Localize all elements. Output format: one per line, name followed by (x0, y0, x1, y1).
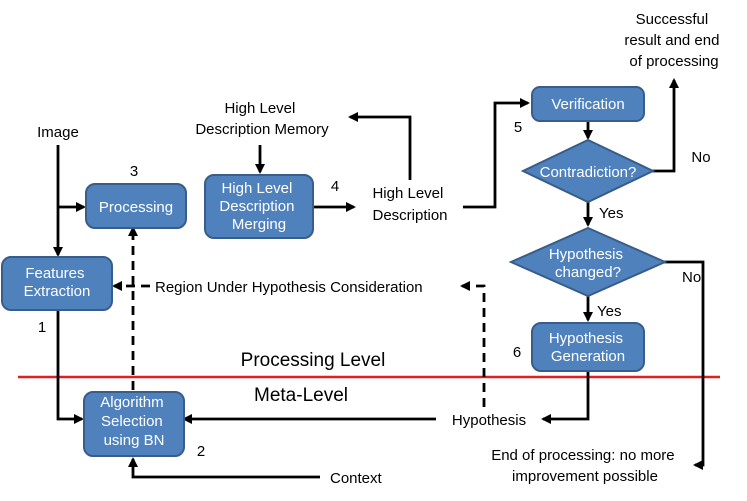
algorithm-label-line-3: using BN (104, 432, 165, 449)
algorithm-label-line-2: Selection (101, 413, 163, 430)
description-label: High Level Description (372, 185, 447, 224)
step-number-4: 4 (331, 178, 339, 195)
step-number-6: 6 (513, 344, 521, 361)
step-number-1: 1 (38, 319, 46, 336)
image-label: Image (37, 124, 79, 141)
processing-node[interactable]: Processing (85, 183, 187, 229)
contradiction-no-label: No (691, 149, 710, 166)
end-no-improvement-label: End of processing: no more improvement p… (491, 447, 679, 485)
svg-text:Hypothesis Generation: Hypothesis Generation (549, 330, 627, 365)
features-label-line-1: Features (25, 265, 84, 282)
arrow-generation-to-hypothesis (541, 370, 590, 424)
svg-text:Hypothesis changed?: Hypothesis changed? (549, 246, 627, 281)
arrow-description-to-verification (463, 98, 530, 209)
merging-label-line-2: Description (219, 198, 294, 215)
merging-label-line-1: High Level (221, 180, 292, 197)
merging-label-line-3: Merging (232, 216, 286, 233)
contradiction-decision-node[interactable]: Contradiction? (520, 138, 656, 204)
step-number-3: 3 (130, 163, 138, 180)
hypothesis-label: Hypothesis (452, 412, 526, 429)
arrow-features-to-algorithm (56, 310, 84, 424)
step-number-5: 5 (514, 119, 522, 136)
arrow-contradiction-no-to-success (651, 78, 679, 173)
svg-text:Contradiction?: Contradiction? (540, 164, 637, 181)
verification-label: Verification (551, 96, 624, 113)
algorithm-label-line-1: Algorithm (100, 394, 163, 411)
changed-no-label: No (682, 269, 701, 286)
changed-label-line-2: changed? (555, 264, 621, 281)
svg-text:High Level Description: High Level Description Merging (219, 180, 298, 233)
features-label-line-2: Extraction (24, 283, 91, 300)
arrow-changed-no-to-end (663, 260, 705, 470)
arrow-context-to-algorithm (128, 457, 320, 479)
svg-text:Features Extraction: Features Extraction (24, 265, 91, 300)
step-number-2: 2 (197, 443, 205, 460)
hypothesis-generation-node[interactable]: Hypothesis Generation (531, 322, 645, 372)
changed-yes-label: Yes (597, 303, 621, 320)
generation-label-line-1: Hypothesis (549, 330, 623, 347)
memory-label: High Level Description Memory (195, 100, 329, 138)
changed-label-line-1: Hypothesis (549, 246, 623, 263)
processing-level-label: Processing Level (241, 350, 386, 371)
region-label: Region Under Hypothesis Consideration (155, 279, 423, 296)
generation-label-line-2: Generation (551, 348, 625, 365)
hypothesis-changed-decision-node[interactable]: Hypothesis changed? (508, 226, 668, 298)
svg-text:Algorithm Selection: Algorithm Selection using BN (100, 394, 168, 449)
contradiction-yes-label: Yes (599, 205, 623, 222)
meta-level-label: Meta-Level (254, 385, 348, 406)
processing-label: Processing (99, 199, 173, 216)
contradiction-label: Contradiction? (540, 164, 637, 181)
success-label: Successful result and end of processing (624, 11, 723, 70)
svg-text:Processing: Processing (99, 199, 173, 216)
arrow-description-to-memory (348, 112, 412, 180)
features-extraction-node[interactable]: Features Extraction (1, 256, 113, 311)
algorithm-selection-node[interactable]: Algorithm Selection using BN (83, 391, 185, 457)
description-merging-node[interactable]: High Level Description Merging (204, 174, 314, 239)
arrow-hypothesis-to-region (460, 281, 486, 407)
verification-node[interactable]: Verification (531, 86, 645, 122)
svg-text:Verification: Verification (551, 96, 624, 113)
context-label: Context (330, 470, 383, 487)
